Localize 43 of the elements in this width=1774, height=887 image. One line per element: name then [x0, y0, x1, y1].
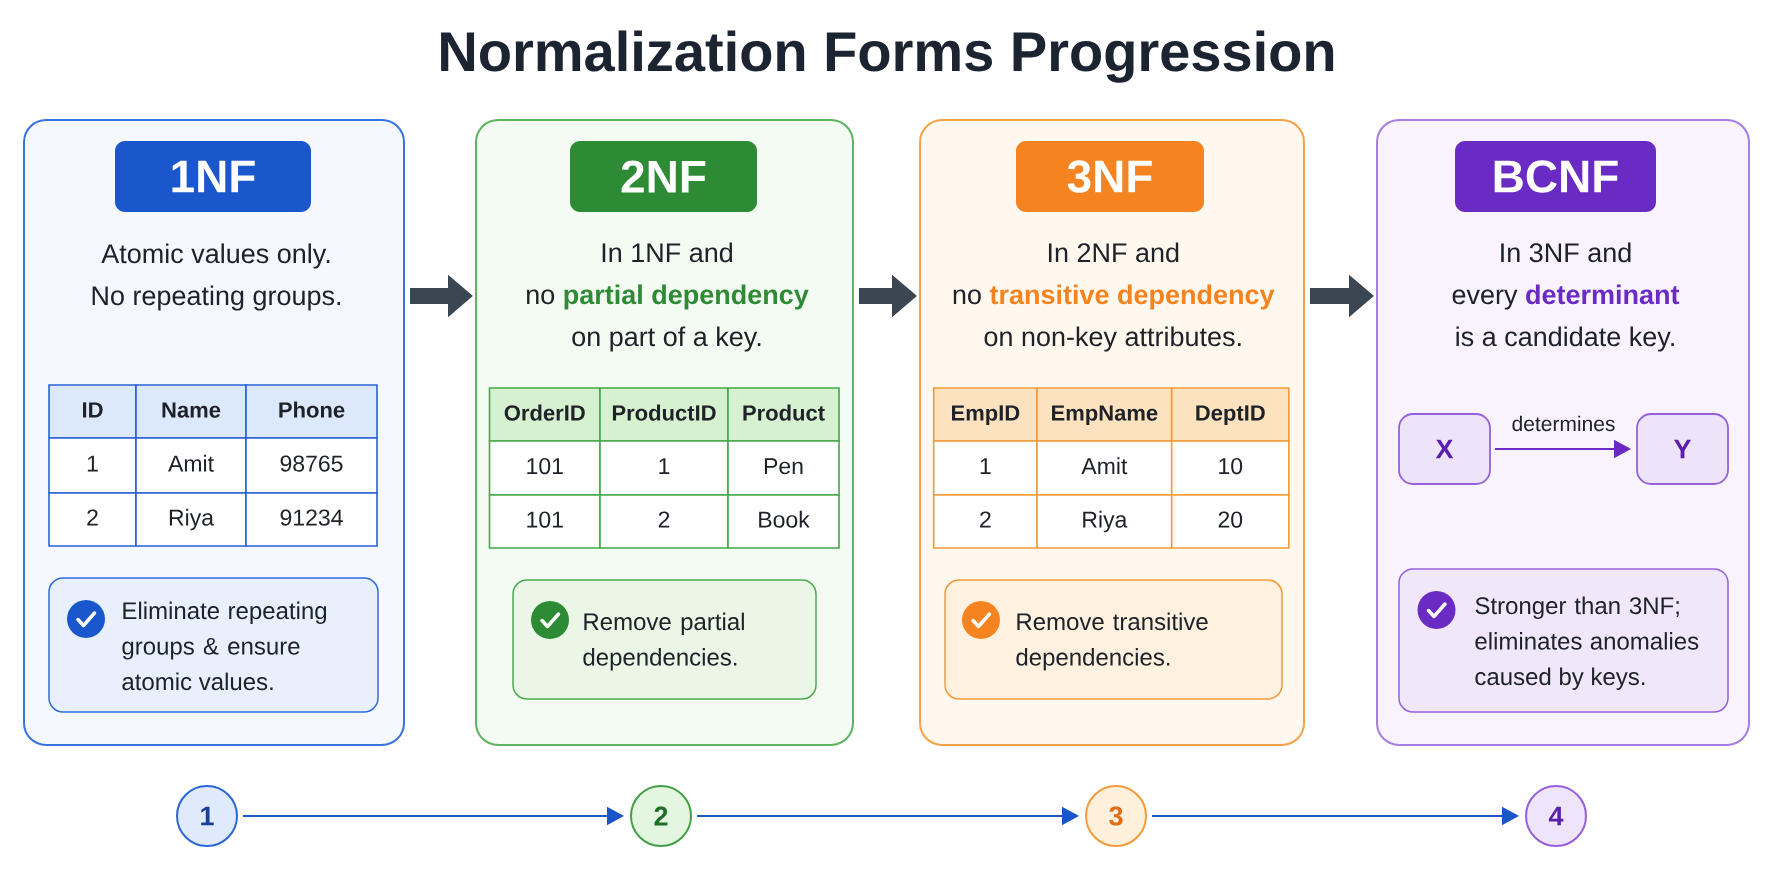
table-cell: 20: [1170, 494, 1290, 549]
table-cell: 2: [932, 494, 1038, 549]
table-cell: 2: [48, 492, 137, 547]
table-header-cell: Product: [727, 387, 840, 442]
variable-box: Y: [1636, 413, 1729, 485]
table-cell: Riya: [135, 492, 247, 547]
table-header-cell: Name: [135, 384, 247, 439]
edge-label: determines: [1512, 415, 1615, 432]
table-cell: 91234: [245, 492, 378, 547]
note-box: Eliminate repeating groups & ensure atomic values.: [48, 577, 379, 713]
table-header-cell: EmpName: [1036, 387, 1173, 442]
badge: BCNF: [1455, 141, 1656, 212]
description-text: In 2NF and no transitive dependency on non-key attributes.: [953, 242, 1275, 352]
description-text: Atomic values only. No repeating groups.: [92, 243, 341, 311]
table-cell: 1: [932, 440, 1038, 496]
table-cell: 101: [488, 440, 601, 496]
note-box: Stronger than 3NF; eliminates anomalies caused by keys.: [1398, 568, 1729, 713]
table-cell: 2: [599, 494, 729, 549]
table-cell: 1: [48, 437, 137, 494]
table-cell: Book: [727, 494, 840, 549]
table-header-cell: DeptID: [1170, 387, 1290, 442]
badge: 2NF: [570, 141, 757, 212]
table-header-cell: Phone: [245, 384, 378, 439]
table-cell: 98765: [245, 437, 378, 494]
table-cell: Riya: [1036, 494, 1173, 549]
table-cell: 10: [1170, 440, 1290, 496]
table-header-cell: OrderID: [488, 387, 601, 442]
table-header-cell: ProductID: [599, 387, 729, 442]
title: Normalization Forms Progression: [441, 30, 1334, 83]
badge: 3NF: [1016, 141, 1204, 212]
table-cell: 101: [488, 494, 601, 549]
description-text: In 3NF and every determinant is a candidate key.: [1452, 242, 1680, 352]
variable-box: X: [1398, 413, 1491, 485]
note-box: Remove partial dependencies.: [512, 579, 817, 700]
badge: 1NF: [115, 141, 311, 212]
table-cell: Pen: [727, 440, 840, 496]
table-header-cell: EmpID: [932, 387, 1038, 442]
description-text: In 1NF and no partial dependency on part of a key.: [527, 242, 809, 352]
table-header-cell: ID: [48, 384, 137, 439]
table-cell: Amit: [135, 437, 247, 494]
table-cell: Amit: [1036, 440, 1173, 496]
table-cell: 1: [599, 440, 729, 496]
note-box: Remove transitive dependencies.: [944, 579, 1283, 700]
